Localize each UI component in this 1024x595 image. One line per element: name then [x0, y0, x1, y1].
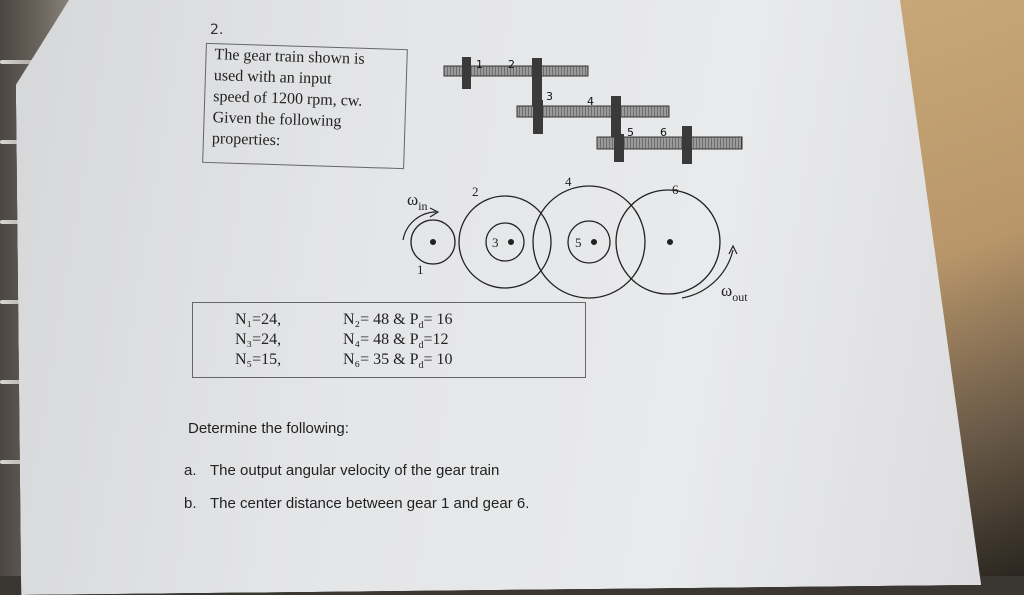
shaft-3	[596, 136, 743, 150]
tooth-count-left: N₁=24,	[235, 311, 282, 328]
property-row: N₄= 48 & Pd=12	[343, 331, 449, 351]
gear-block-5	[614, 134, 624, 162]
front-view	[402, 185, 738, 299]
task-text: The output angular velocity of the gear …	[210, 462, 500, 479]
tooth-count-pair: N₆= 35 & P	[343, 351, 419, 368]
front-label-6: 6	[672, 182, 679, 197]
input-arrowhead	[429, 207, 440, 218]
question-number: 2.	[210, 22, 224, 38]
gear-train-diagram: 1 2 3 4 5 6 1 2	[402, 57, 748, 304]
shaft-2	[516, 105, 670, 118]
omega-out-subscript: out	[732, 290, 748, 304]
input-rotation-arrow	[402, 211, 437, 241]
task-text: The center distance between gear 1 and g…	[210, 495, 530, 512]
gear-3-circle	[485, 222, 525, 262]
pd-subscript: d	[418, 360, 424, 372]
gear-4-circle	[532, 185, 646, 299]
front-label-3: 3	[492, 235, 499, 250]
tooth-count-pair: N₄= 48 & P	[343, 331, 419, 348]
center-dot	[507, 238, 515, 246]
omega-in-subscript: in	[418, 199, 427, 213]
side-label-3: 3	[546, 90, 553, 103]
output-rotation-arrow	[681, 249, 734, 299]
property-row: N₂= 48 & Pd= 16	[343, 311, 453, 331]
side-view: 1 2 3 4 5 6	[443, 57, 743, 164]
front-label-5: 5	[575, 235, 582, 250]
property-row: N₆= 35 & Pd= 10	[343, 351, 453, 371]
gear-properties-box: N₁=24, N₂= 48 & Pd= 16 N₃=24, N₄= 48 & P…	[192, 302, 586, 378]
omega-out-label: ωout	[721, 281, 748, 304]
output-arrowhead	[728, 244, 738, 255]
tooth-count-pair: N₂= 48 & P	[343, 311, 419, 328]
center-dot	[666, 238, 674, 246]
task-letter: b.	[184, 495, 197, 512]
pd-subscript: d	[418, 340, 424, 352]
gear-block-2	[532, 58, 542, 108]
task-item-a: a. The output angular velocity of the gea…	[184, 462, 499, 479]
tooth-count-left: N₅=15,	[235, 351, 282, 368]
determine-heading: Determine the following:	[188, 420, 349, 437]
task-item-b: b. The center distance between gear 1 and…	[184, 495, 529, 512]
spiral-binding	[0, 60, 58, 64]
side-label-1: 1	[476, 58, 483, 71]
pd-subscript: d	[418, 320, 424, 332]
diametral-pitch: =12	[423, 331, 449, 348]
gear-1-circle	[410, 219, 456, 265]
side-label-2: 2	[508, 58, 515, 71]
omega-in-label: ωin	[407, 190, 428, 213]
front-label-1: 1	[417, 262, 424, 277]
gear-block-4	[611, 96, 621, 144]
diametral-pitch: = 10	[423, 351, 453, 368]
gear-block-1	[462, 57, 471, 89]
front-label-2: 2	[472, 184, 479, 199]
center-dot	[590, 238, 598, 246]
omega-out-symbol: ω	[721, 281, 732, 300]
side-label-6: 6	[660, 126, 667, 139]
gear-block-6	[682, 126, 692, 164]
diametral-pitch: = 16	[423, 311, 453, 328]
gear-block-3	[533, 100, 543, 134]
center-dot	[429, 238, 437, 246]
front-label-4: 4	[565, 174, 572, 189]
gear-2-circle	[458, 195, 552, 289]
side-label-5: 5	[627, 126, 634, 139]
omega-in-symbol: ω	[407, 190, 418, 209]
shaft-1	[443, 65, 589, 77]
gear-5-circle	[567, 220, 611, 264]
gear-6-circle	[615, 189, 721, 295]
front-labels: 1 2 3 4 5 6 ωin ωout	[407, 174, 748, 304]
task-letter: a.	[184, 462, 197, 479]
worksheet: 2. The gear train shown is used with an …	[184, 22, 749, 512]
side-label-4: 4	[587, 95, 594, 108]
tooth-count-left: N₃=24,	[235, 331, 282, 348]
